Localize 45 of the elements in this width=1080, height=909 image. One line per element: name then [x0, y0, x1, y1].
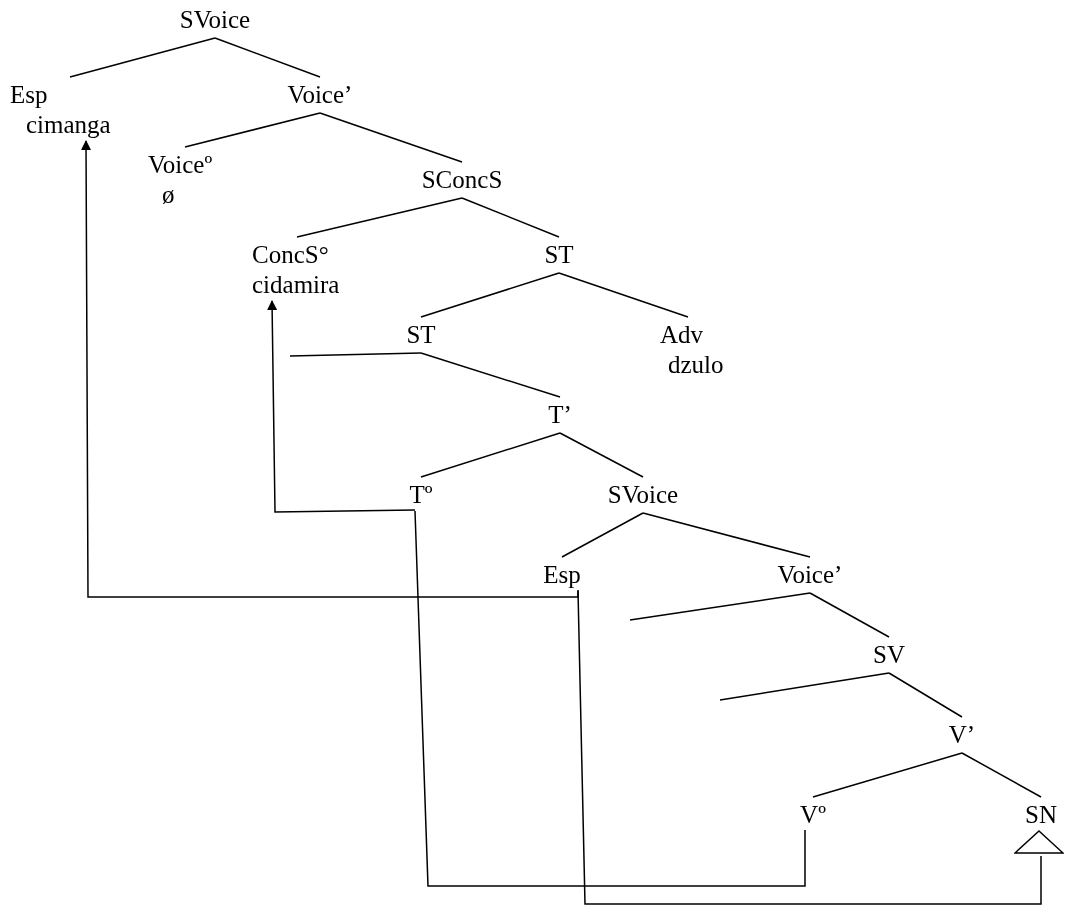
node-label: Voice’	[284, 80, 356, 110]
branch-line	[961, 752, 1042, 798]
branch-line	[289, 352, 422, 357]
branch-line	[420, 272, 560, 318]
branch-line	[561, 512, 644, 558]
word-label: cimanga	[26, 110, 111, 140]
branch-line	[812, 752, 963, 798]
node-label: Esp	[536, 560, 588, 590]
branch-line	[629, 592, 811, 621]
node-label: Esp	[10, 80, 48, 110]
movement-line	[414, 510, 806, 887]
branch-line	[214, 37, 321, 78]
branch-line	[296, 197, 463, 238]
branch-line	[420, 352, 561, 398]
node-label: SVoice	[170, 5, 260, 35]
branch-line	[69, 37, 216, 78]
word-label: ø	[162, 180, 175, 210]
node-label: SVoice	[598, 480, 688, 510]
branch-line	[642, 512, 811, 558]
branch-line	[558, 272, 689, 318]
node-label: T’	[540, 400, 580, 430]
movement-arrow	[267, 300, 416, 513]
branch-line	[809, 592, 890, 638]
branch-line	[420, 432, 561, 478]
node-label: Tº	[402, 480, 440, 510]
word-label: dzulo	[668, 350, 724, 380]
node-label: Adv	[660, 320, 704, 350]
node-label: ConcS°	[252, 240, 329, 270]
node-label: SN	[1025, 800, 1057, 830]
node-label: SV	[866, 640, 912, 670]
branch-line	[319, 112, 463, 163]
node-label: V’	[942, 720, 982, 750]
node-label: SConcS	[418, 165, 506, 195]
node-label: Voiceº	[148, 150, 213, 180]
node-label: Vº	[795, 800, 831, 830]
word-label: cidamira	[252, 270, 340, 300]
node-label: ST	[536, 240, 582, 270]
branch-line	[184, 112, 321, 148]
node-label: ST	[398, 320, 444, 350]
branch-line	[461, 197, 560, 238]
branch-line	[888, 672, 963, 718]
movement-arrow	[81, 140, 579, 598]
branch-line	[719, 672, 890, 701]
node-label: Voice’	[772, 560, 848, 590]
branch-line	[559, 432, 644, 478]
